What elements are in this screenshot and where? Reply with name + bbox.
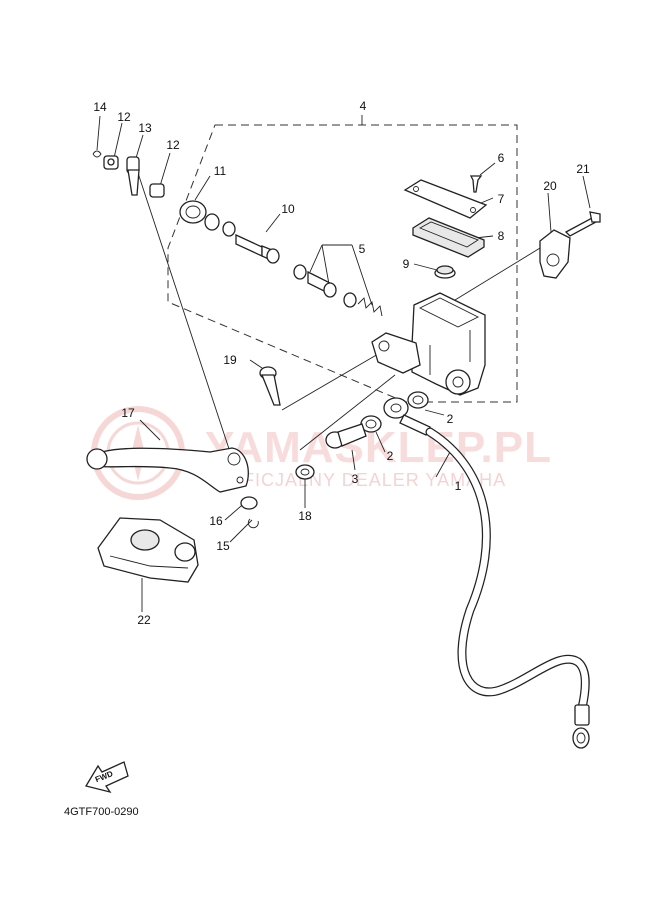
holder-and-bolt	[539, 211, 601, 279]
callout-5: 5	[359, 242, 366, 256]
callout-19: 19	[223, 353, 237, 367]
watermark-subtitle: OFICJALNY DEALER YAMAHA	[228, 470, 506, 490]
callout-labels: 1 2 2 3 4 5 6 7 8 9 10 11 12 12 13 14 15…	[93, 99, 590, 627]
callout-18: 18	[298, 509, 312, 523]
callout-2b: 2	[387, 449, 394, 463]
lever-cover	[97, 517, 199, 583]
reservoir-cap-parts	[403, 175, 488, 279]
callout-3: 3	[352, 472, 359, 486]
union-bolt-parts	[295, 391, 429, 480]
callout-20: 20	[543, 179, 557, 193]
callout-4: 4	[360, 99, 367, 113]
callout-6: 6	[498, 151, 505, 165]
fwd-arrow-icon: FWD	[84, 761, 129, 794]
watermark-title: YAMASKLEP.PL	[205, 423, 552, 472]
callout-2a: 2	[447, 412, 454, 426]
callout-12a: 12	[117, 110, 131, 124]
callout-12b: 12	[166, 138, 180, 152]
callout-16: 16	[209, 514, 223, 528]
callout-7: 7	[498, 192, 505, 206]
callout-14: 14	[93, 100, 107, 114]
callout-17: 17	[121, 406, 135, 420]
callout-9: 9	[403, 257, 410, 271]
callout-15: 15	[216, 539, 230, 553]
leader-lines	[96, 115, 591, 612]
callout-21: 21	[576, 162, 590, 176]
callout-10: 10	[281, 202, 295, 216]
push-rod	[235, 233, 280, 264]
lever-pivot-bolt	[259, 366, 281, 406]
part-code: 4GTF700-0290	[64, 806, 139, 818]
callout-11: 11	[214, 164, 227, 178]
callout-13: 13	[138, 121, 152, 135]
piston-kit	[293, 264, 383, 317]
brake-lever	[86, 447, 249, 493]
callout-8: 8	[498, 229, 505, 243]
master-cylinder-body	[371, 292, 486, 396]
callout-22: 22	[137, 613, 151, 627]
washer-circlip	[240, 496, 259, 529]
callout-1: 1	[455, 479, 462, 493]
brake-hose	[383, 397, 590, 749]
dust-boot	[179, 200, 236, 237]
pivot-hardware	[92, 150, 165, 198]
